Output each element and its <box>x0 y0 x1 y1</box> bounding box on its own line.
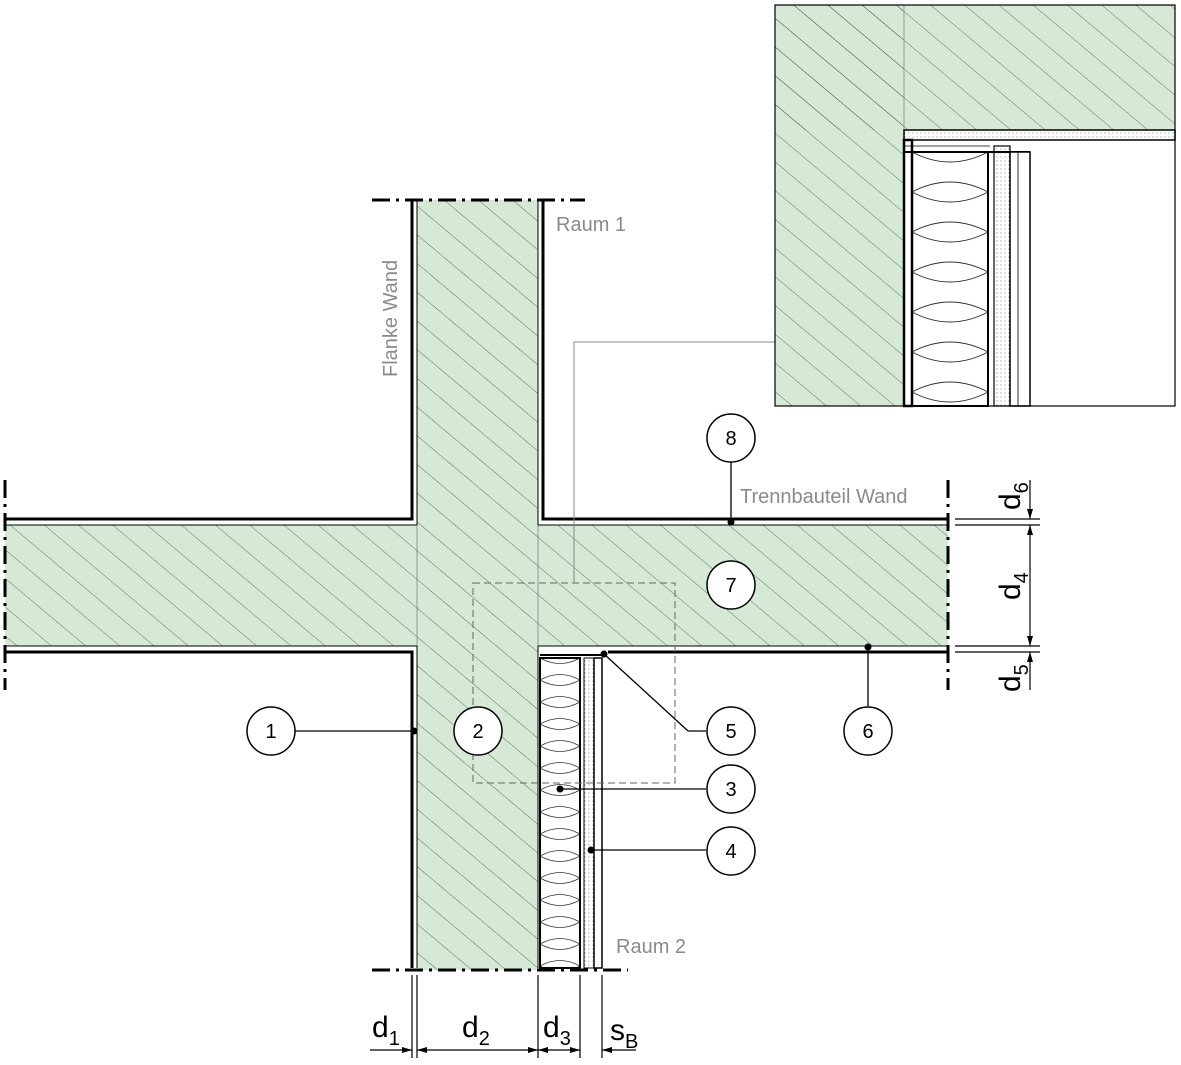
callout-8: 8 <box>706 413 756 463</box>
detail-inset <box>774 4 1176 408</box>
label-raum-2: Raum 2 <box>616 936 686 958</box>
callout-1: 1 <box>246 706 296 756</box>
callout-5: 5 <box>706 706 756 756</box>
svg-text:1: 1 <box>265 721 276 743</box>
svg-text:3: 3 <box>725 779 736 801</box>
label-flanke-wand: Flanke Wand <box>380 260 402 377</box>
label-raum-1: Raum 1 <box>556 214 626 236</box>
label-trennbauteil-wand: Trennbauteil Wand <box>740 486 908 508</box>
svg-text:4: 4 <box>725 841 736 863</box>
dim-d1: d1 <box>372 1011 400 1050</box>
svg-text:5: 5 <box>725 721 736 743</box>
dim-d2: d2 <box>462 1011 490 1050</box>
callout-3: 3 <box>706 764 756 814</box>
wall-outline <box>5 200 948 968</box>
svg-text:6: 6 <box>862 721 873 743</box>
callout-6: 6 <box>843 706 893 756</box>
callout-2: 2 <box>453 706 503 756</box>
break-lines <box>3 198 950 972</box>
dim-d6: d6 <box>994 482 1033 510</box>
dim-d4: d4 <box>994 572 1033 600</box>
detail-marker <box>472 341 775 784</box>
dimension-lines <box>370 480 1040 1058</box>
callout-4: 4 <box>706 826 756 876</box>
svg-text:7: 7 <box>725 575 736 597</box>
dim-sb: sB <box>610 1014 638 1053</box>
svg-text:2: 2 <box>472 721 483 743</box>
facing-shell <box>539 654 606 969</box>
svg-text:8: 8 <box>725 428 736 450</box>
leader-dots <box>410 518 872 854</box>
dim-d3: d3 <box>543 1011 571 1050</box>
dim-d5: d5 <box>994 664 1033 692</box>
wall-body <box>5 200 948 970</box>
callout-7: 7 <box>706 560 756 610</box>
callouts <box>295 462 869 851</box>
